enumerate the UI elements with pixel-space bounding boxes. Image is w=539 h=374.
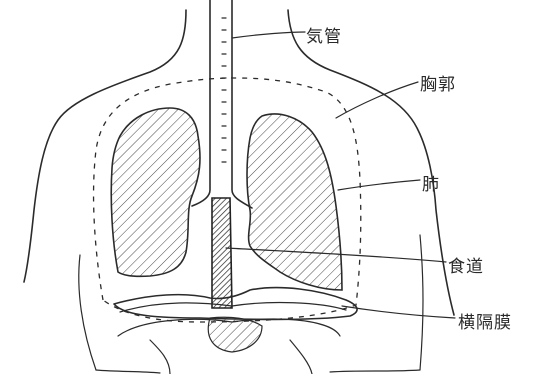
lung-right [247,114,342,290]
leader-diaphragm [342,306,455,318]
lung-left [111,108,200,276]
trachea [192,0,252,208]
leader-lung [338,180,420,190]
label-lung: 肺 [422,170,440,195]
label-diaphragm: 横隔膜 [458,308,512,333]
diaphragm [114,288,357,320]
label-trachea: 気管 [306,22,342,47]
esophagus [212,198,232,308]
abdomen [118,317,340,374]
label-thorax: 胸郭 [420,70,456,95]
label-esophagus: 食道 [448,252,484,277]
